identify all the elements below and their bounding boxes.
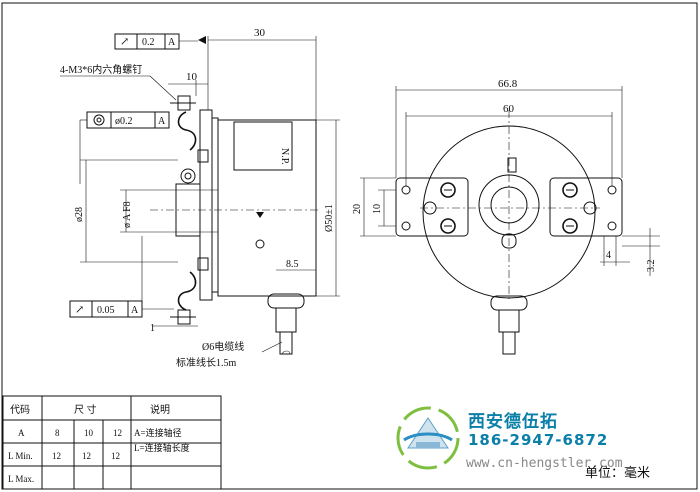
table-row-0-note: A=连接轴径 — [134, 427, 182, 438]
table-row-1-size-0: 12 — [52, 451, 61, 461]
dim-10: 10 — [186, 71, 198, 83]
fcf-top-value: 0.2 — [142, 37, 155, 48]
fcf-top-datum: A — [168, 37, 176, 48]
spring-tether-bottom — [177, 271, 197, 311]
fcf-mid: ø0.2 A — [79, 111, 170, 184]
dim-66-8: 66.8 — [498, 78, 518, 90]
np-label: N.P. — [279, 148, 290, 165]
table-row-1-size-2: 12 — [111, 451, 120, 461]
table-header-size: 尺 寸 — [74, 403, 97, 416]
concentricity-icon — [93, 114, 105, 126]
table-row-1-code: L Min. — [8, 451, 33, 461]
cable-label: Ø6电缆线 — [202, 340, 244, 353]
dim-bore: ø A F8 — [122, 201, 133, 228]
table-header-code: 代码 — [10, 404, 30, 416]
fcf-bottom-symbol: ↗ — [75, 304, 84, 316]
table-row-0-size-0: 8 — [55, 428, 60, 438]
table-row-0-code: A — [18, 428, 25, 438]
fcf-top-symbol: ↗ — [120, 36, 129, 48]
flange-rim — [211, 117, 219, 293]
company-logo — [396, 406, 460, 470]
cable — [279, 331, 293, 355]
dim-8-5: 8.5 — [286, 259, 299, 270]
front-view: 66.8 60 20 10 4 3.2 — [352, 78, 660, 355]
fcf-bottom-datum: A — [131, 305, 139, 316]
size-table: 代码 尺 寸 说明 A 8 10 12 A=连接轴径 L Min. 12 12 … — [2, 395, 222, 490]
fcf-mid-value: ø0.2 — [115, 116, 133, 127]
side-view: N.P. 30 — [60, 27, 340, 369]
dim-phi28: ø28 — [74, 207, 85, 222]
company-url: www.cn-hengstler.com — [466, 456, 623, 471]
table-row-0-size-1: 10 — [84, 428, 94, 438]
dim-60: 60 — [503, 103, 515, 115]
fcf-bottom: ↗ 0.05 A — [69, 236, 174, 318]
unit-label: 单位：毫米 — [585, 466, 651, 481]
company-name-block: 西安德伍拓 — [468, 407, 558, 432]
flange-left — [395, 177, 469, 237]
dim-4: 4 — [606, 250, 611, 261]
flange-right — [549, 177, 623, 237]
clamp-screw-top — [180, 168, 196, 184]
datum-marker — [256, 212, 264, 218]
fcf-mid-datum: A — [158, 116, 166, 127]
np-label-box — [233, 121, 293, 171]
dim-1: 1 — [150, 323, 155, 334]
datum-a-triangle — [198, 36, 206, 44]
fcf-top: ↗ 0.2 A — [114, 33, 198, 50]
cable-length: 标准线长1.5m — [176, 356, 236, 369]
dim-3-2: 3.2 — [646, 260, 657, 273]
fcf-bottom-value: 0.05 — [97, 305, 115, 316]
dim-phi50: Ø50±1 — [324, 204, 335, 232]
company-name: 西安德伍拓 — [468, 412, 558, 432]
table-header-note: 说明 — [150, 403, 170, 416]
table-row-2-code: L Max. — [8, 474, 34, 484]
dim-10-right: 10 — [372, 204, 383, 214]
company-phone: 186-2947-6872 — [468, 431, 609, 449]
encoder-body — [217, 119, 317, 297]
table-row-1-size-1: 12 — [82, 451, 91, 461]
led-marker — [255, 239, 265, 249]
table-row-1-note: L=连接轴长度 — [134, 442, 190, 453]
dim-30: 30 — [254, 27, 266, 39]
table-row-0-size-2: 12 — [113, 428, 122, 438]
screw-note: 4-M3*6内六角螺钉 — [60, 63, 142, 76]
dim-20-right: 20 — [352, 204, 363, 214]
spring-tether-top — [177, 111, 197, 151]
flange-plate — [199, 109, 213, 301]
